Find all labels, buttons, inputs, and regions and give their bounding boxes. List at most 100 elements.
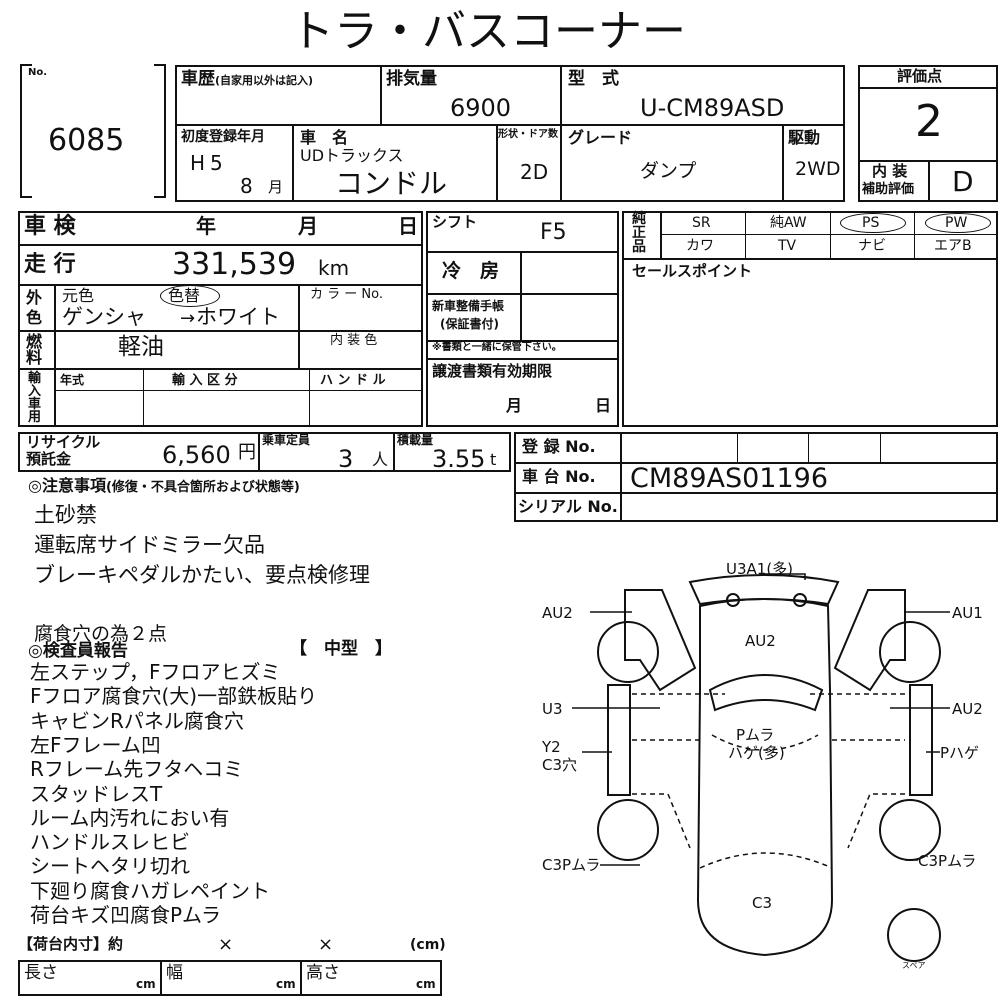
equipment-label-a: 純 — [632, 211, 646, 227]
wheel-rear-left — [597, 799, 659, 861]
inspector-line: キャビンRパネル腐食穴 — [30, 708, 244, 733]
serial-no-label: シリアル No. — [518, 497, 618, 516]
car-name: コンドル — [335, 167, 448, 200]
doors-value: 2D — [520, 160, 549, 184]
doors-label: 形状・ドア数 — [498, 129, 558, 140]
inspection-label: 車 検 — [24, 214, 76, 239]
mileage-value: 331,539 — [172, 247, 297, 282]
interior-label2: 補助評価 — [862, 182, 915, 197]
transfer-day: 日 — [595, 396, 612, 415]
model-type-label: 型 式 — [568, 69, 619, 89]
fuel-label-a: 燃 — [26, 332, 43, 351]
import-label-d: 用 — [28, 410, 42, 425]
inspector-header: ◎検査員報告 — [28, 641, 128, 661]
keep-note: ※書類と一緒に保管下さい。 — [432, 342, 562, 353]
equip-aw: 純AW — [770, 215, 807, 231]
diagram-p-mura: Pムラ — [736, 726, 774, 744]
lot-bracket — [20, 64, 166, 196]
dashed-right-frame — [847, 793, 905, 849]
equip-ps: PS — [862, 215, 880, 231]
first-reg-era: H — [190, 151, 206, 175]
score-label: 評価点 — [897, 67, 943, 85]
cargo-height-unit: cm — [416, 977, 436, 991]
grade-value: ダンプ — [640, 160, 697, 182]
inspector-line: 荷台キズ凹腐食Pムラ — [30, 903, 222, 927]
fuel-value: 軽油 — [118, 334, 164, 360]
notes-line-3: ブレーキペダルかたい、要点検修理 — [34, 563, 370, 587]
right-panel — [833, 589, 906, 692]
exterior-label-b: 色 — [26, 308, 43, 327]
manual-line2: (保証書付) — [440, 317, 499, 331]
wheel-front-left — [597, 621, 659, 683]
displacement-label: 排気量 — [386, 69, 437, 89]
notes-line-1: 土砂禁 — [34, 503, 97, 527]
wheel-front-right — [879, 621, 941, 683]
original-color-label: 元色 — [62, 286, 95, 305]
windshield — [708, 674, 824, 712]
color-arrow: → — [180, 308, 196, 329]
cargo-unit: (cm) — [410, 937, 446, 953]
cooler-label: 冷 房 — [442, 260, 500, 282]
color-to: ホワイト — [196, 305, 280, 329]
equipment-label-c: 品 — [632, 239, 646, 255]
transfer-label: 譲渡書類有効期限 — [432, 362, 553, 380]
color-no-label: カ ラ ー No. — [310, 287, 383, 302]
registration-grid — [514, 432, 998, 522]
import-label-c: 車 — [28, 397, 42, 412]
equipment-grid — [622, 211, 998, 427]
cargo-width-unit: cm — [276, 977, 296, 991]
capacity-label: 乗車定員 — [262, 433, 311, 447]
inspection-day: 日 — [398, 214, 418, 238]
page-title: トラ・バスコーナー — [290, 6, 686, 57]
pw-circle — [925, 213, 991, 233]
notes-extra: 腐食穴の為２点 — [34, 623, 168, 645]
history-label: 車歴(自家用以外は記入) — [181, 69, 314, 89]
diagram-c3p-right: C3Pムラ — [918, 852, 976, 870]
manual-line1: 新車整備手帳 — [432, 299, 505, 313]
drive-label: 駆動 — [788, 128, 821, 147]
mileage-label: 走 行 — [24, 252, 76, 277]
model-type-value: U-CM89ASD — [640, 94, 785, 122]
car-maker: UDトラックス — [300, 146, 404, 165]
repaint-circle — [160, 285, 220, 307]
repaint-label: 色替 — [168, 286, 201, 305]
header-grid — [175, 65, 845, 202]
diagram-c3-bottom: C3 — [752, 894, 772, 912]
equip-pw: PW — [945, 215, 968, 231]
interior-value: D — [952, 165, 974, 198]
inspector-line: ルーム内汚れにおい有 — [30, 805, 230, 830]
interior-color-label: 内 装 色 — [330, 333, 378, 348]
recycle-label2: 預託金 — [26, 450, 72, 468]
grade-label: グレード — [568, 128, 633, 147]
cargo-x1: × — [218, 934, 234, 955]
cargo-length-label: 長さ — [24, 963, 58, 983]
shift-grid — [426, 211, 619, 427]
ps-circle — [840, 213, 906, 233]
interior-label1: 内 装 — [872, 162, 908, 180]
inspection-year: 年 — [196, 214, 216, 238]
recycle-label1: リサイクル — [26, 433, 101, 451]
chassis-no-value: CM89AS01196 — [630, 463, 829, 494]
lot-label: No. — [28, 67, 48, 78]
car-name-label: 車 名 — [300, 128, 349, 147]
recycle-unit: 円 — [238, 442, 256, 463]
chassis-no-label: 車 台 No. — [522, 467, 596, 486]
diagram-hage: ハゲ(多) — [728, 744, 785, 762]
load-value: 3.55 — [432, 445, 486, 473]
diagram-c3ana: C3穴 — [542, 756, 577, 774]
first-reg-label: 初度登録年月 — [181, 129, 265, 145]
score-value: 2 — [915, 96, 943, 147]
equip-tv: TV — [778, 238, 797, 254]
left-step — [607, 684, 631, 796]
diagram-top: U3A1(多) — [726, 560, 793, 578]
spare-tire — [887, 908, 941, 962]
dashed-center-upper — [711, 734, 819, 751]
exterior-label-a: 外 — [26, 288, 43, 307]
recycle-value: 6,560 — [162, 441, 231, 469]
notes-header: ◎注意事項(修復・不具合箇所および状態等) — [28, 476, 300, 495]
capacity-value: 3 — [338, 445, 354, 473]
inspector-line: 下廻り腐食ハガレペイント — [30, 878, 270, 903]
inspector-line: シートヘタリ切れ — [30, 854, 190, 879]
diagram-y2: Y2 — [541, 738, 561, 756]
